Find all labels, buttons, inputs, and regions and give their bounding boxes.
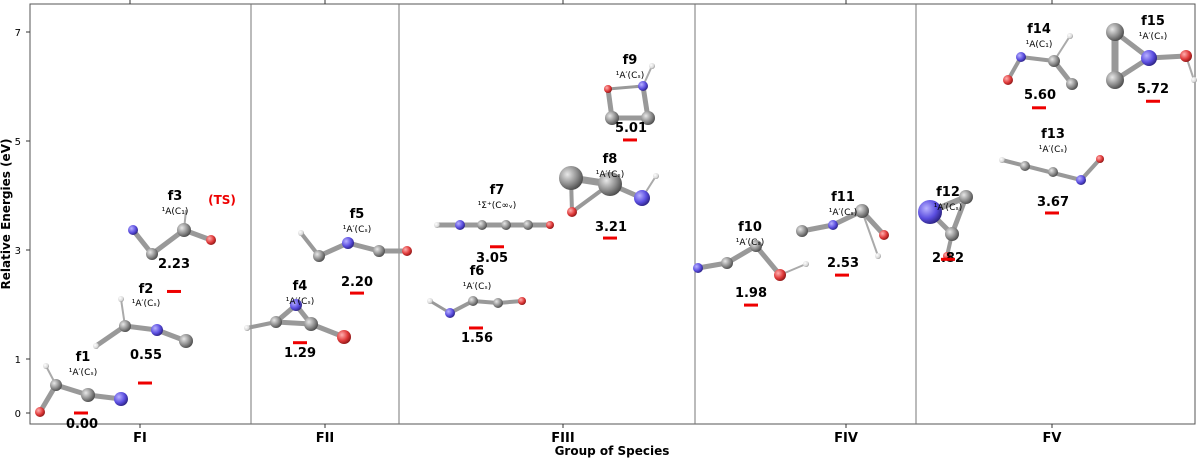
species-energy-label: 0.55	[130, 348, 162, 363]
energy-level-f13	[1045, 211, 1059, 215]
x-tick-label: FV	[1043, 431, 1062, 446]
molecule-f6	[427, 296, 526, 318]
energy-level-f7	[490, 245, 504, 249]
molecule-f14	[1003, 33, 1078, 90]
molecule-f7	[434, 220, 554, 230]
y-tick-label: 5	[15, 137, 21, 148]
species-state-label: ¹A′(Cₛ)	[829, 208, 857, 218]
species-id-label: f10	[738, 220, 762, 235]
species-state-label: ¹Σ⁺(C∞ᵥ)	[478, 201, 517, 211]
molecule-f8	[559, 166, 659, 217]
top-ticks	[129, 0, 1053, 4]
ts-label: (TS)	[208, 193, 236, 207]
energy-level-f3	[167, 289, 181, 293]
species-energy-label: 5.60	[1024, 88, 1056, 103]
x-axis-label: Group of Species	[555, 444, 670, 458]
x-tick-label: FII	[316, 431, 335, 446]
molecule-f1	[35, 363, 128, 417]
species-state-label: ¹A(C₁)	[1026, 40, 1053, 50]
x-tick-label: FI	[133, 431, 147, 446]
species-state-label: ¹A′(Cₛ)	[69, 368, 97, 378]
y-ticks: 0 1 3 5 7	[15, 28, 30, 420]
species-state-label: ¹A′(Cₛ)	[934, 203, 962, 213]
energy-level-f4	[293, 341, 307, 345]
species-id-label: f9	[623, 53, 638, 68]
y-tick-label: 7	[15, 28, 21, 39]
species-energy-label: 1.29	[284, 346, 316, 361]
species-id-label: f2	[139, 282, 154, 297]
species-state-label: ¹A′(Cₛ)	[736, 238, 764, 248]
species-energy-label: 1.56	[461, 331, 493, 346]
molecule-illustrations	[35, 23, 1197, 417]
molecule-f4	[244, 299, 351, 344]
energy-level-f10	[744, 303, 758, 307]
species-id-label: f5	[350, 207, 365, 222]
energy-level-f6	[469, 326, 483, 330]
y-tick-label: 3	[15, 246, 21, 257]
x-ticks: FI FII FIII FIV FV	[133, 424, 1061, 446]
species-id-label: f11	[831, 190, 855, 205]
energy-level-f8	[603, 236, 617, 240]
species-state-label: ¹A′(Cₛ)	[286, 297, 314, 307]
species-state-label: ¹A′(Cₛ)	[596, 170, 624, 180]
species-state-label: ¹A′(Cₛ)	[132, 299, 160, 309]
species-state-label: ¹A′(Cₛ)	[343, 225, 371, 235]
energy-level-f15	[1146, 99, 1160, 103]
y-tick-label: 1	[15, 355, 21, 366]
species-energy-label: 3.67	[1037, 195, 1069, 210]
species-energy-label: 5.72	[1137, 82, 1169, 97]
energy-level-f5	[350, 291, 364, 295]
species-labels: f1 ¹A′(Cₛ) 0.00 f2 ¹A′(Cₛ) 0.55 f3 ¹A(C₁…	[66, 14, 1169, 432]
molecule-f12	[918, 190, 973, 260]
species-id-label: f15	[1141, 14, 1165, 29]
energy-levels	[74, 99, 1160, 415]
species-id-label: f8	[603, 152, 618, 167]
energy-level-f14	[1032, 106, 1046, 110]
species-id-label: f1	[76, 350, 91, 365]
energy-level-f12	[941, 257, 955, 261]
molecule-f11	[796, 204, 889, 259]
species-state-label: ¹A′(Cₛ)	[463, 282, 491, 292]
energy-level-f1	[74, 411, 88, 415]
plot-frame	[29, 3, 1196, 425]
molecule-f15	[1106, 23, 1197, 89]
species-state-label: ¹A′(Cₛ)	[1139, 32, 1167, 42]
molecule-f3	[128, 209, 216, 260]
species-id-label: f13	[1041, 127, 1065, 142]
x-tick-label: FIII	[551, 431, 574, 446]
x-tick-label: FIV	[834, 431, 858, 446]
species-id-label: f6	[470, 264, 485, 279]
species-id-label: f4	[293, 279, 308, 294]
species-id-label: f12	[936, 185, 960, 200]
molecule-f13	[999, 155, 1104, 185]
species-energy-label: 2.23	[158, 257, 190, 272]
species-state-label: ¹A′(Cₛ)	[1039, 145, 1067, 155]
molecule-f9	[604, 63, 655, 125]
y-axis-label: Relative Energies (eV)	[0, 139, 13, 290]
energy-level-f11	[835, 273, 849, 277]
species-state-label: ¹A(C₁)	[162, 207, 189, 217]
species-id-label: f7	[490, 183, 505, 198]
species-energy-label: 1.98	[735, 286, 767, 301]
species-energy-label: 3.21	[595, 220, 627, 235]
species-id-label: f14	[1027, 22, 1051, 37]
molecule-f5	[298, 230, 412, 262]
y-tick-label: 0	[15, 409, 21, 420]
molecule-f10	[693, 240, 809, 281]
molecule-f2	[93, 296, 193, 349]
species-energy-label: 5.01	[615, 121, 647, 136]
species-energy-label: 2.53	[827, 256, 859, 271]
species-energy-label: 2.20	[341, 275, 373, 290]
species-energy-label: 0.00	[66, 417, 98, 432]
energy-level-f2	[138, 381, 152, 385]
species-id-label: f3	[168, 189, 183, 204]
energy-level-f9	[623, 138, 637, 142]
species-state-label: ¹A′(Cₛ)	[616, 71, 644, 81]
species-energy-label: 3.05	[476, 251, 508, 266]
